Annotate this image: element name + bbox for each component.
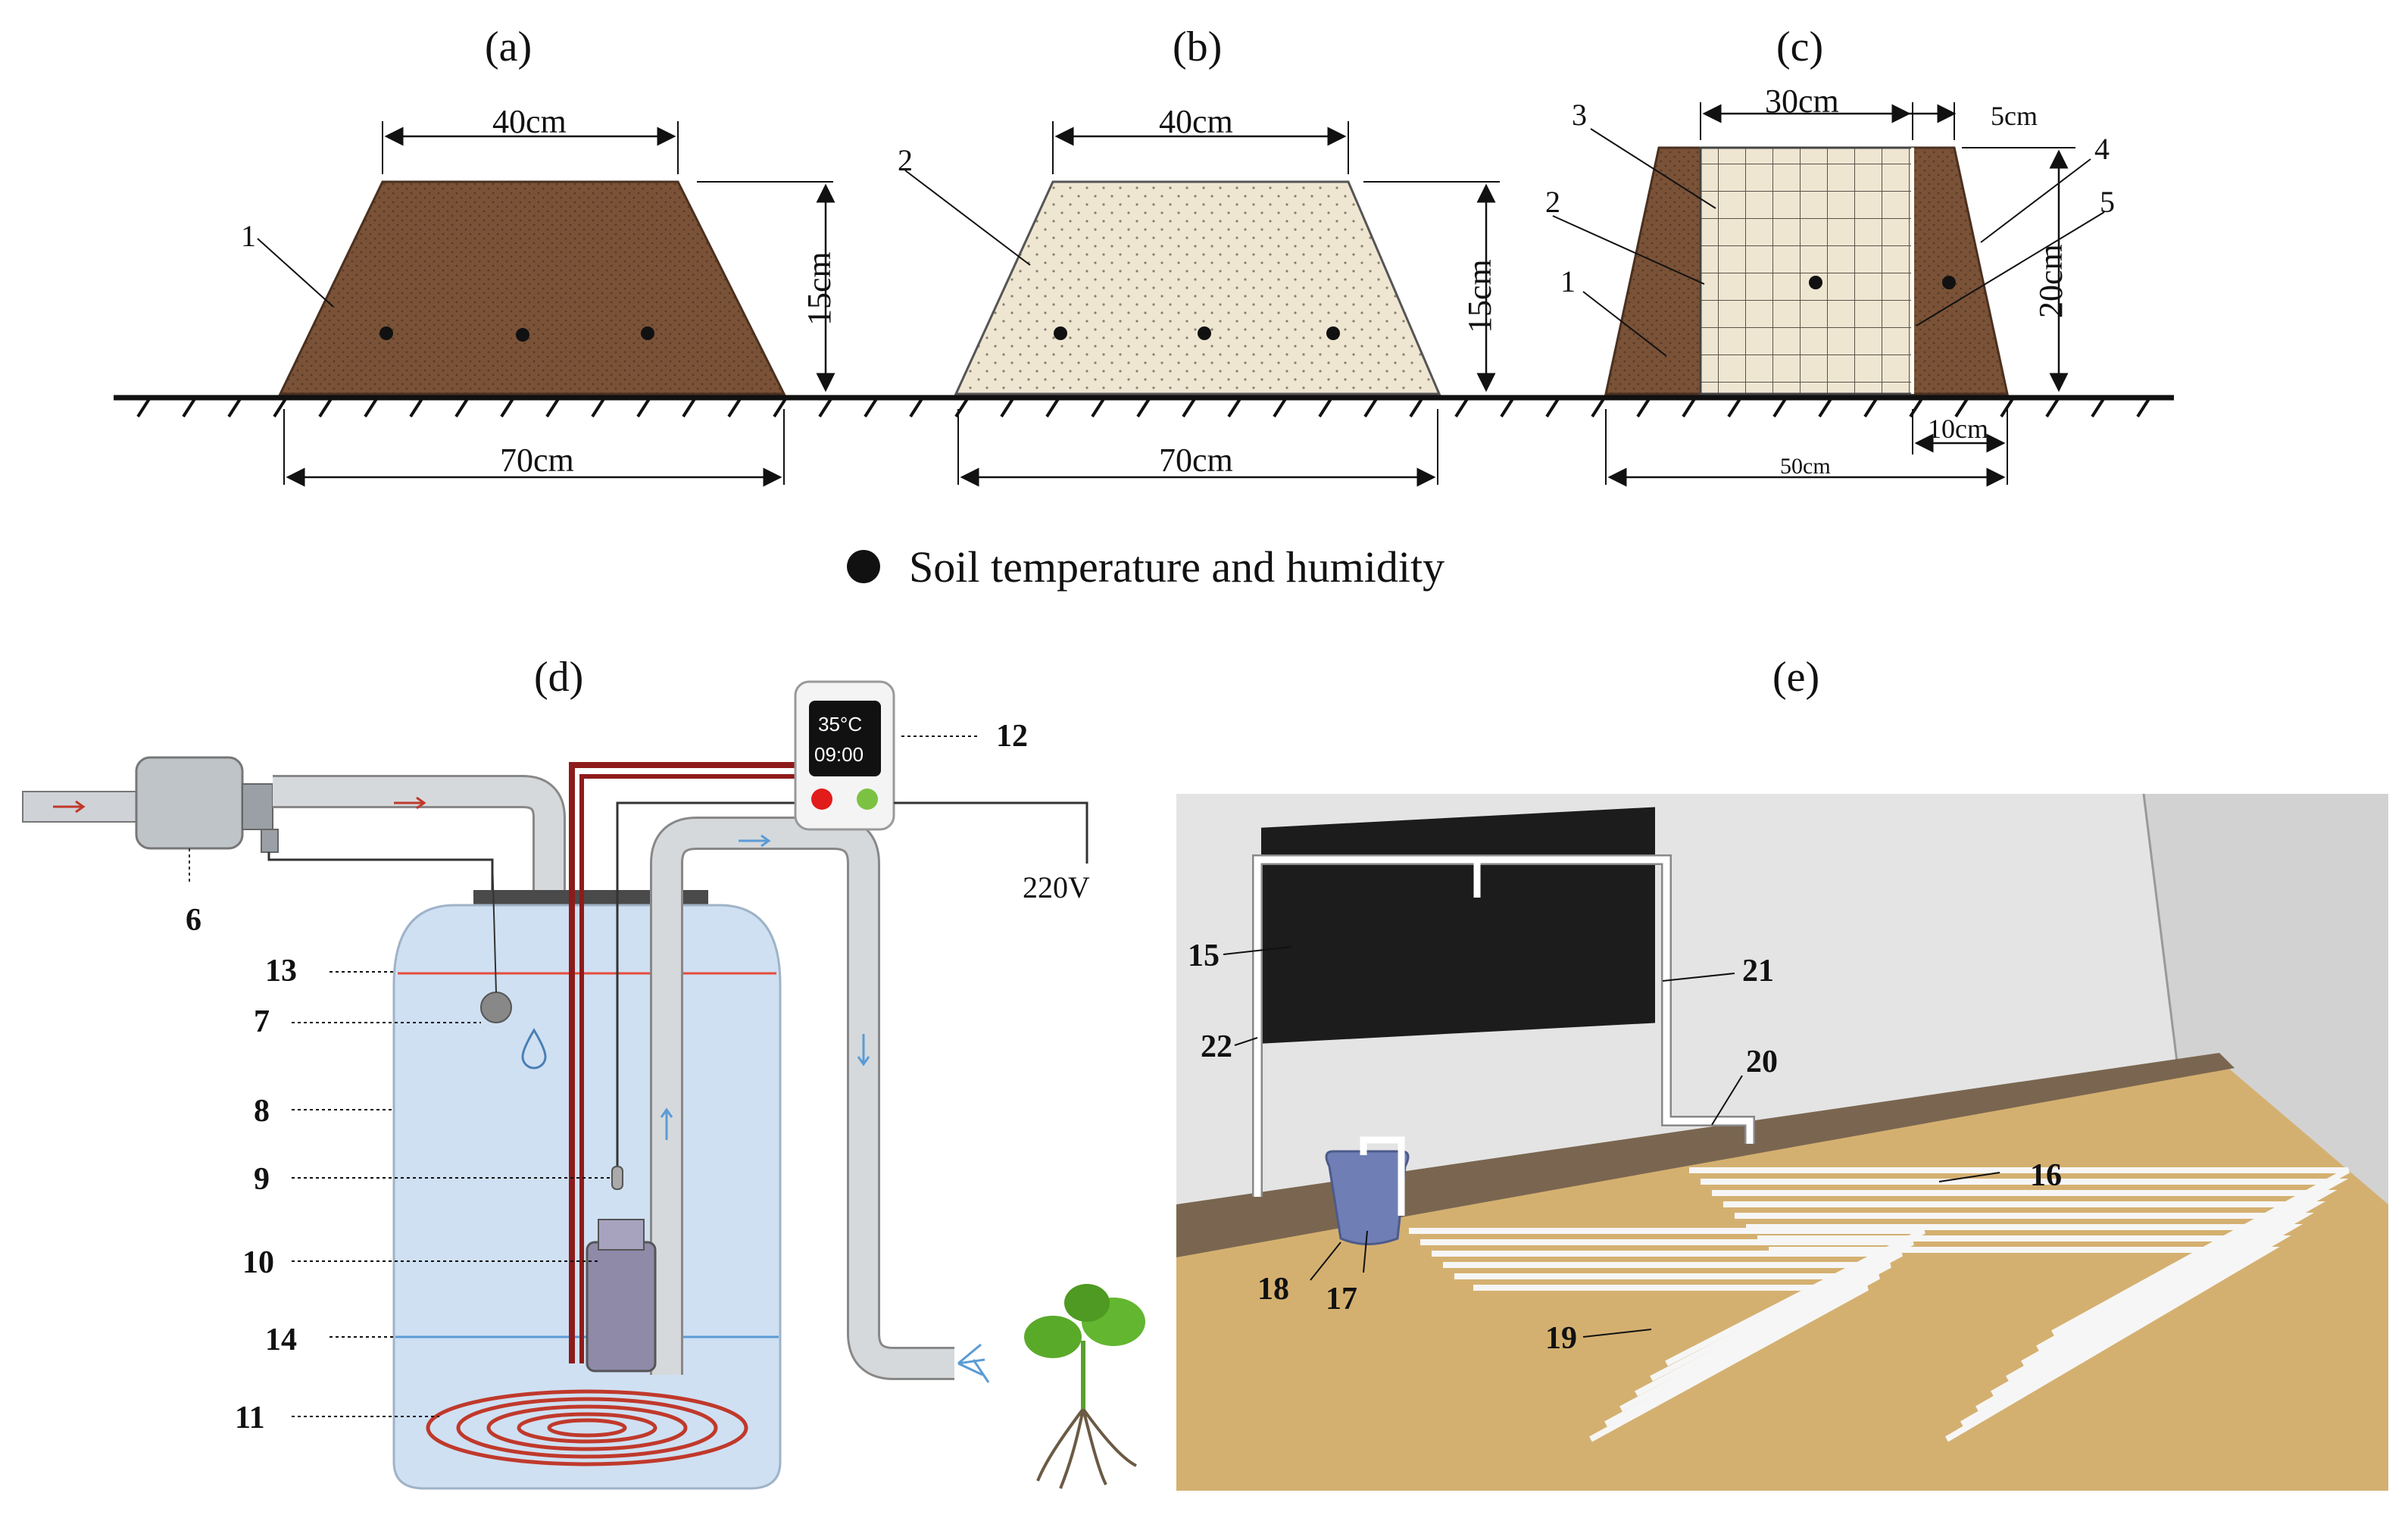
water-drop-icon (521, 1028, 547, 1070)
red-indicator-light (811, 789, 832, 810)
panel-b-label: (b) (1173, 23, 1222, 70)
panel-b-bottom-width: 70cm (1159, 442, 1233, 479)
panel-c-part-2: 2 (1545, 185, 1560, 219)
temperature-probe (611, 1166, 623, 1190)
part-20: 20 (1746, 1045, 1778, 1079)
part-6: 6 (186, 903, 201, 938)
panel-b-part-2: 2 (898, 143, 913, 177)
legend-text: Soil temperature and humidity (909, 542, 1444, 592)
panel-c-part-4: 4 (2094, 132, 2110, 166)
panel-a-soil-ridge (278, 180, 786, 395)
legend: Soil temperature and humidity (847, 542, 1444, 592)
legend-marker (847, 550, 880, 583)
panel-c-part-1: 1 (1560, 264, 1576, 298)
heating-panel (1261, 807, 1655, 1044)
part-8: 8 (254, 1094, 270, 1129)
part-22: 22 (1201, 1029, 1232, 1064)
part-19: 19 (1545, 1321, 1577, 1356)
part-14: 14 (265, 1323, 297, 1357)
part-13: 13 (265, 954, 297, 988)
part-15: 15 (1188, 939, 1220, 973)
panel-d-label: (d) (534, 654, 583, 701)
ground-line (114, 395, 2174, 425)
part-10: 10 (242, 1245, 274, 1280)
green-indicator-light (857, 789, 878, 810)
panel-a-label: (a) (485, 23, 532, 70)
solenoid-valve (135, 756, 244, 850)
controller-temp: 35°C (818, 713, 862, 736)
plant-icon (1024, 1284, 1145, 1489)
heating-coil (426, 1389, 748, 1466)
panel-b-height: 15cm (1461, 259, 1498, 333)
panel-c-composite-ridge (1604, 146, 2009, 395)
sensor-dot (516, 328, 529, 342)
panel-e-label: (e) (1772, 654, 1819, 701)
sensor-dot (1809, 276, 1822, 289)
panel-c-inner-width: 30cm (1765, 83, 1839, 120)
panel-c-part-3: 3 (1572, 98, 1587, 132)
panel-b-dimensions: 40cm 15cm 70cm 2 (898, 103, 1500, 487)
panel-c-bottom-side: 10cm (1928, 414, 1988, 444)
panel-b-substrate-ridge (954, 180, 1441, 395)
part-7: 7 (254, 1004, 270, 1039)
sensor-dot (379, 326, 393, 340)
panel-c-label: (c) (1776, 23, 1823, 70)
panel-b-top-width: 40cm (1159, 103, 1233, 140)
panel-c-side-width: 5cm (1991, 101, 2038, 131)
sensor-dot (1054, 326, 1067, 340)
sensor-dot (1942, 276, 1956, 289)
panel-a-height: 15cm (801, 251, 838, 326)
panel-a-dimensions: 40cm 15cm 70cm 1 (241, 103, 838, 487)
power-supply-label: 220V (1023, 870, 1090, 904)
part-18: 18 (1257, 1272, 1289, 1307)
panel-c-height: 20cm (2032, 244, 2069, 318)
panel-c-dimensions: 30cm 5cm 20cm 10cm 50cm 3 2 1 4 5 (1545, 83, 2115, 487)
panel-a-part-1: 1 (241, 219, 256, 253)
part-9: 9 (254, 1162, 270, 1197)
panel-d-irrigation-tank: 6 (22, 680, 1145, 1490)
water-bucket (1325, 1150, 1410, 1245)
part-17: 17 (1326, 1282, 1357, 1316)
sensor-dot (1326, 326, 1340, 340)
controller-time: 09:00 (814, 743, 864, 766)
part-11: 11 (235, 1401, 265, 1435)
sensor-dot (641, 326, 654, 340)
sensor-dot (1198, 326, 1211, 340)
part-21: 21 (1742, 954, 1774, 988)
panel-c-part-5: 5 (2100, 185, 2115, 219)
panel-e-field-layout: 15 21 22 20 16 18 17 19 (1176, 793, 2388, 1491)
part-16: 16 (2030, 1158, 2062, 1193)
part-12: 12 (996, 719, 1028, 754)
panel-a-bottom-width: 70cm (500, 442, 574, 479)
float-ball (480, 992, 512, 1023)
panel-a-top-width: 40cm (492, 103, 567, 140)
panel-c-bottom-width: 50cm (1780, 454, 1831, 479)
